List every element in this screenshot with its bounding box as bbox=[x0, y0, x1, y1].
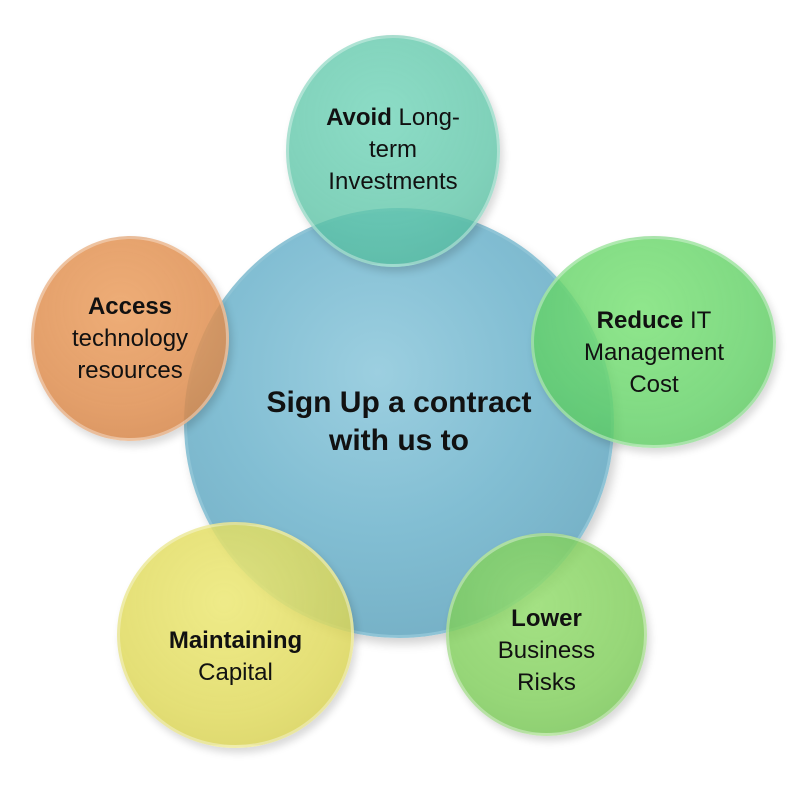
benefit-text: Long- bbox=[391, 104, 460, 131]
benefit-keyword: Lower bbox=[511, 605, 582, 632]
benefit-text: Cost bbox=[629, 371, 679, 398]
benefit-text: IT bbox=[683, 307, 712, 334]
benefit-circle-reduce-it-cost bbox=[531, 236, 776, 448]
benefit-circle-lower-risks bbox=[446, 533, 647, 736]
benefit-circle-avoid-investments bbox=[286, 35, 500, 267]
benefit-keyword: Avoid bbox=[326, 104, 392, 131]
benefit-text: technology bbox=[71, 325, 189, 352]
benefit-text: Capital bbox=[198, 659, 273, 686]
benefit-label-access-technology: Access technology resources bbox=[41, 291, 219, 387]
benefit-text: Management bbox=[583, 339, 725, 366]
benefit-text: term bbox=[369, 136, 417, 163]
benefit-label-lower-risks: Lower Business Risks bbox=[456, 603, 637, 699]
benefit-keyword: Reduce bbox=[596, 307, 684, 334]
benefit-keyword: Access bbox=[87, 293, 173, 320]
benefit-label-maintaining-capital: Maintaining Capital bbox=[127, 625, 344, 689]
benefit-text: Investments bbox=[328, 168, 458, 195]
center-label-line1: Sign Up a contract bbox=[266, 386, 532, 419]
benefit-circle-maintaining-capital bbox=[117, 522, 354, 748]
center-label: Sign Up a contract with us to bbox=[224, 384, 574, 460]
benefit-label-reduce-it-cost: Reduce IT Management Cost bbox=[548, 305, 760, 401]
benefit-circle-access-technology bbox=[31, 236, 229, 441]
benefit-label-avoid-investments: Avoid Long- term Investments bbox=[296, 102, 490, 198]
benefit-text: Risks bbox=[517, 669, 576, 696]
benefit-text: resources bbox=[77, 357, 183, 384]
benefit-keyword: Maintaining bbox=[168, 627, 303, 654]
center-label-line2: with us to bbox=[329, 424, 469, 457]
benefit-text: Business bbox=[497, 637, 596, 664]
